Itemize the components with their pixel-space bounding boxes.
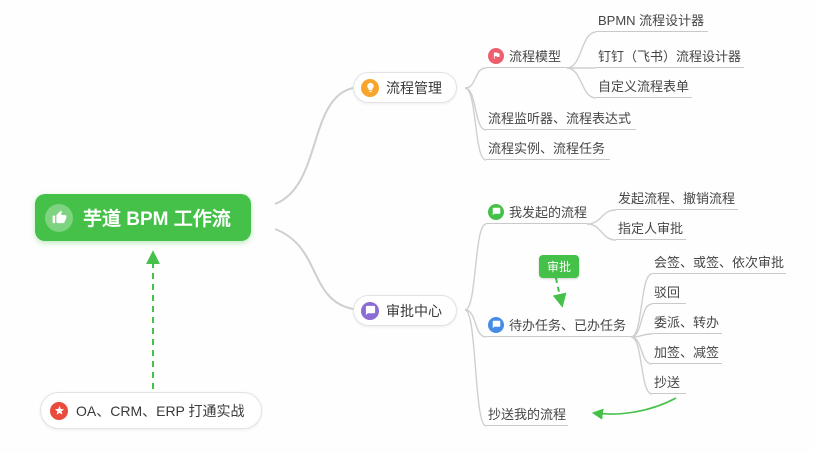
connector-line xyxy=(464,223,487,311)
connector-line xyxy=(630,333,653,338)
connector-line xyxy=(464,309,487,427)
connector-root-approval xyxy=(274,228,354,310)
relation-tag-label: 审批 xyxy=(547,260,572,274)
connector-line xyxy=(464,87,487,131)
thumbs-up-icon xyxy=(45,203,73,232)
node-label: 钉钉（飞书）流程设计器 xyxy=(598,49,742,64)
node-label: 发起流程、撤销流程 xyxy=(618,191,736,206)
node-add-remove-sign[interactable]: 加签、减签 xyxy=(652,342,722,364)
node-label: 驳回 xyxy=(654,285,681,300)
node-label: 我发起的流程 xyxy=(509,205,588,220)
node-label: 抄送 xyxy=(654,375,681,390)
node-bpmn-designer[interactable]: BPMN 流程设计器 xyxy=(596,10,708,32)
node-initiate-cancel[interactable]: 发起流程、撤销流程 xyxy=(616,188,738,210)
node-label: 流程实例、流程任务 xyxy=(488,141,606,156)
node-process-instance[interactable]: 流程实例、流程任务 xyxy=(486,138,610,160)
connector-line xyxy=(566,31,597,69)
node-label: 待办任务、已办任务 xyxy=(509,318,627,333)
connector-line xyxy=(630,336,653,365)
node-dingtalk-designer[interactable]: 钉钉（飞书）流程设计器 xyxy=(596,46,744,68)
node-reject[interactable]: 驳回 xyxy=(652,282,686,304)
connector-line xyxy=(630,303,653,338)
connector-root-process xyxy=(274,87,354,205)
branch-label: 审批中心 xyxy=(386,302,442,319)
arrow-cc-to-ccflow xyxy=(591,397,677,420)
comment-icon xyxy=(488,316,504,333)
relation-tag-approval[interactable]: 审批 xyxy=(539,255,580,278)
connector-line xyxy=(630,273,653,338)
node-process-model[interactable]: 流程模型 xyxy=(486,46,567,68)
connector-line xyxy=(464,309,487,338)
branch-process-management[interactable]: 流程管理 xyxy=(353,72,457,103)
lightbulb-icon xyxy=(361,78,379,97)
node-label: 流程模型 xyxy=(509,49,562,64)
node-label: BPMN 流程设计器 xyxy=(598,13,705,28)
node-process-listener[interactable]: 流程监听器、流程表达式 xyxy=(486,108,636,130)
connector-line xyxy=(630,336,653,395)
star-icon xyxy=(50,401,68,420)
connector-line xyxy=(464,87,487,161)
flag-icon xyxy=(488,47,504,64)
connector-line xyxy=(464,67,487,89)
comment-icon xyxy=(488,203,504,220)
branch-approval-center[interactable]: 审批中心 xyxy=(353,295,457,326)
node-my-initiated[interactable]: 我发起的流程 xyxy=(486,202,587,224)
connector-line xyxy=(586,223,617,241)
node-custom-form[interactable]: 自定义流程表单 xyxy=(596,76,692,98)
node-label: 流程监听器、流程表达式 xyxy=(488,111,632,126)
node-label: 会签、或签、依次审批 xyxy=(654,255,785,270)
root-label: 芋道 BPM 工作流 xyxy=(83,209,231,230)
connector-line xyxy=(586,209,617,225)
node-label: 加签、减签 xyxy=(654,345,720,360)
chat-bubble-icon xyxy=(361,301,379,320)
note-label: OA、CRM、ERP 打通实战 xyxy=(76,402,245,419)
node-label: 委派、转办 xyxy=(654,315,720,330)
node-label: 抄送我的流程 xyxy=(488,407,567,422)
node-cc-my-process[interactable]: 抄送我的流程 xyxy=(486,404,568,426)
node-delegate-transfer[interactable]: 委派、转办 xyxy=(652,312,722,334)
node-cc[interactable]: 抄送 xyxy=(652,372,686,394)
node-label: 指定人审批 xyxy=(618,221,684,236)
root-node[interactable]: 芋道 BPM 工作流 xyxy=(35,194,251,241)
node-label: 自定义流程表单 xyxy=(598,79,690,94)
connector-line xyxy=(566,67,597,99)
node-countersign[interactable]: 会签、或签、依次审批 xyxy=(652,252,786,274)
note-node[interactable]: OA、CRM、ERP 打通实战 xyxy=(40,392,262,429)
node-todo-done-tasks[interactable]: 待办任务、已办任务 xyxy=(486,315,631,337)
branch-label: 流程管理 xyxy=(386,79,442,96)
arrow-approval-tag xyxy=(552,277,567,308)
node-assignee-approval[interactable]: 指定人审批 xyxy=(616,218,686,240)
